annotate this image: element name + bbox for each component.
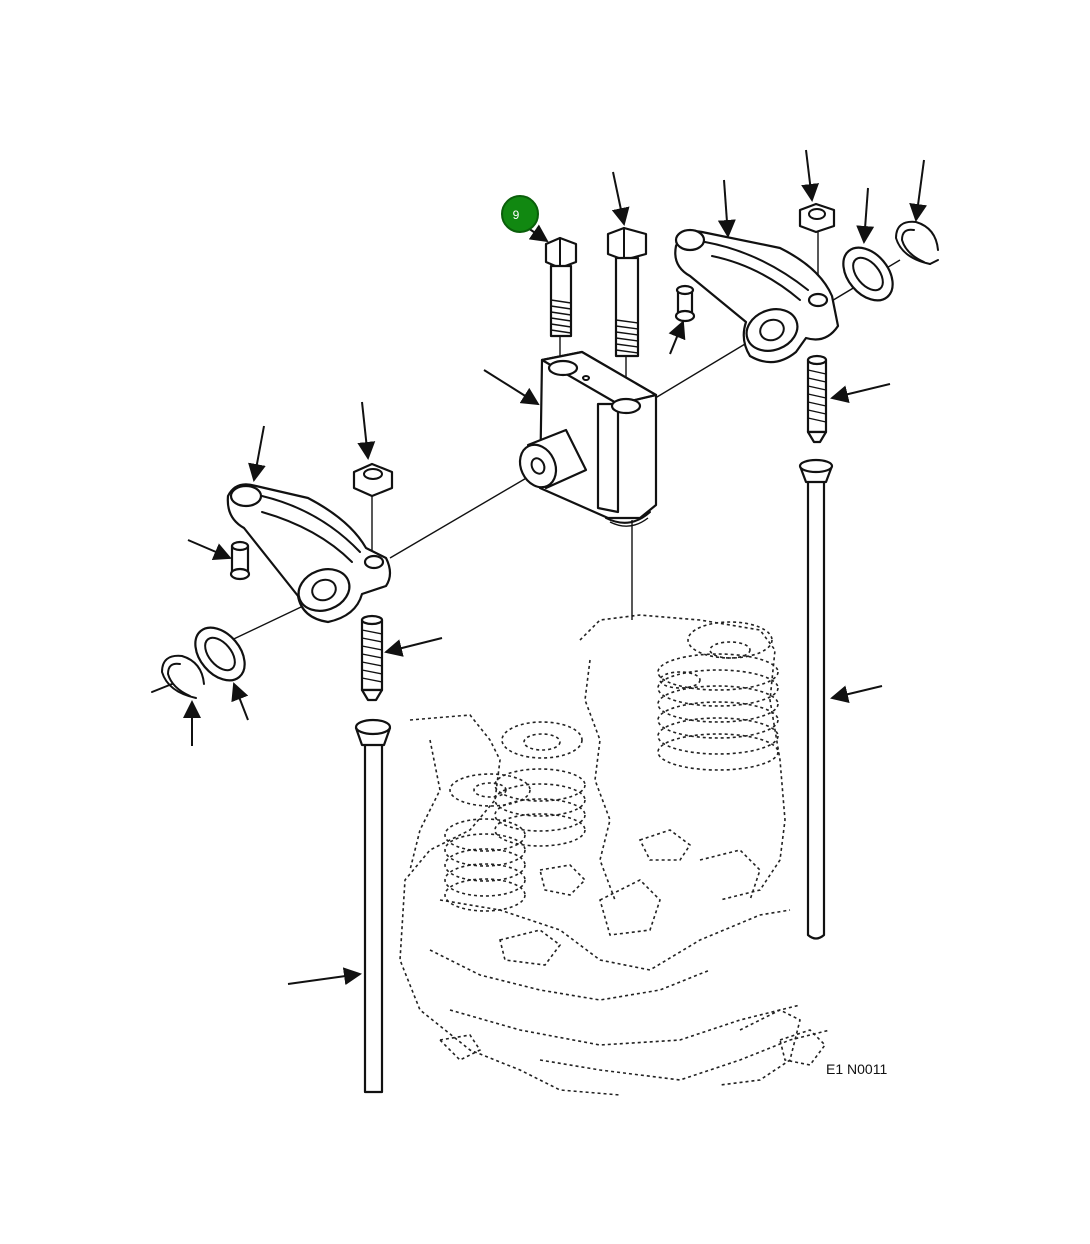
cylinder-head [399,614,831,1096]
rocker-pedestal [518,350,658,527]
reference-code: E1 N0011 [826,1061,887,1077]
thrust-washer-right [842,246,894,302]
circlip-left [151,654,205,699]
lock-nut-right [798,202,836,234]
callout-label: 9 [513,208,520,222]
pedestal-bolt-short [544,236,578,338]
rocker-arm-right [674,228,840,364]
rocker-shaft-plug-left [229,540,251,581]
valve-springs [444,621,779,912]
push-rod-right [798,458,834,940]
circlip-right [895,220,939,265]
leader-arrows [183,149,928,986]
push-rod-left [354,718,392,1094]
rocker-arm-left [226,483,392,624]
pedestal-bolt-long [606,226,648,358]
adjuster-screw-right [806,354,828,444]
rocker-shaft-plug-right [674,284,696,323]
thrust-washer-left [194,626,246,682]
lock-nut-left [352,462,394,498]
adjuster-screw-left [360,614,384,702]
callout-badge[interactable]: 9 [501,195,539,233]
